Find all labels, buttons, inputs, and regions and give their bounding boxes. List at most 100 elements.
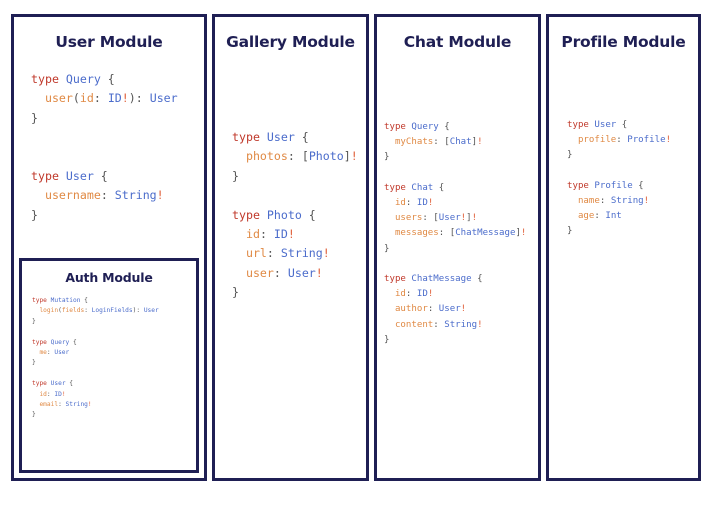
code-line <box>384 257 538 272</box>
code-token-type: String <box>280 246 323 261</box>
code-token-pun: { <box>616 120 628 130</box>
code-token-fld: age <box>577 211 595 222</box>
chat-module-title: Chat Module <box>403 33 512 51</box>
code-token-pun: ): <box>128 91 150 106</box>
code-token-pun: : <box>616 135 628 146</box>
code-token-type: Chat <box>449 137 472 148</box>
code-token-type: Int <box>605 211 622 222</box>
code-line: messages: [ChatMessage]! <box>384 226 538 241</box>
code-token-type: ChatMessage <box>455 228 516 239</box>
code-token-fld: login <box>39 307 59 315</box>
code-token-kw: type <box>567 120 595 130</box>
code-line: id: ID! <box>232 225 366 244</box>
code-token-bang: ! <box>520 228 527 239</box>
code-line: type User { <box>32 379 196 389</box>
panel-chat-module[interactable]: Chat Module type Query { myChats: [Chat]… <box>374 14 541 481</box>
code-line: } <box>232 167 366 186</box>
code-token-pun: : <box>100 188 115 203</box>
code-line: profile: Profile! <box>567 133 698 148</box>
code-token-bang: ! <box>156 188 164 203</box>
code-token-pun: ): <box>132 307 144 315</box>
panel-auth-module[interactable]: Auth Module type Mutation { login(fields… <box>19 258 199 473</box>
code-token-type: User <box>65 169 94 184</box>
code-token-type: Query <box>65 72 101 86</box>
code-line: } <box>567 224 698 239</box>
code-line: } <box>384 242 538 257</box>
code-token-pun: } <box>232 168 239 183</box>
code-line: } <box>32 317 196 327</box>
code-token-pun: : <box>594 211 606 222</box>
code-token-pun: { <box>471 274 483 285</box>
code-token-bang: ! <box>61 390 66 398</box>
code-line: users: [User!]! <box>384 211 538 226</box>
code-token-fld: id <box>394 289 406 300</box>
code-token-type: Mutation <box>50 297 81 304</box>
code-token-type: User <box>54 349 70 357</box>
code-token-bang: ! <box>471 213 478 224</box>
code-token-pun: : [ <box>422 213 439 224</box>
code-token-pun: } <box>567 150 573 161</box>
code-token-pun <box>384 198 395 208</box>
code-token-pun <box>384 137 395 147</box>
panel-profile-module[interactable]: Profile Module type User { profile: Prof… <box>546 14 701 481</box>
code-token-fld: id <box>394 198 406 209</box>
code-token-bang: ! <box>87 401 92 409</box>
code-token-type: Photo <box>266 207 302 222</box>
code-token-type: User <box>266 130 295 144</box>
code-token-pun: { <box>69 338 77 346</box>
code-token-bang: ! <box>477 319 483 330</box>
code-token-pun: { <box>438 122 450 132</box>
code-line: type User { <box>567 118 698 133</box>
code-line: type Query { <box>32 338 196 348</box>
code-line: me: User <box>32 348 196 358</box>
panel-user-module[interactable]: User Module type Query { user(id: ID!): … <box>11 14 207 481</box>
code-line: } <box>384 150 538 165</box>
code-line: type Mutation { <box>32 296 196 306</box>
code-token-type: ChatMessage <box>411 274 472 285</box>
code-token-pun: : <box>433 319 445 330</box>
auth-module-code: type Mutation { login(fields: LoginField… <box>32 296 196 421</box>
panel-gallery-module[interactable]: Gallery Module type User { photos: [Phot… <box>212 14 369 481</box>
code-token-type: String <box>610 196 644 207</box>
code-token-kw: type <box>384 182 412 193</box>
code-token-pun: : <box>58 401 66 409</box>
code-token-bang: ! <box>315 265 323 280</box>
code-token-pun: } <box>31 110 38 125</box>
code-token-fld: content <box>394 319 434 330</box>
code-token-fld: user <box>245 265 274 280</box>
code-token-pun: { <box>100 72 115 86</box>
code-token-kw: type <box>32 380 51 388</box>
code-line: name: String! <box>567 194 698 209</box>
code-token-type: User <box>438 304 461 315</box>
code-token-pun <box>31 91 45 105</box>
code-token-type: User <box>149 91 178 106</box>
code-line: type Chat { <box>384 181 538 196</box>
code-token-pun <box>232 227 246 241</box>
code-line: age: Int <box>567 209 698 224</box>
code-token-fld: id <box>79 91 94 106</box>
code-token-bang: ! <box>287 227 295 242</box>
code-token-pun <box>384 304 395 314</box>
code-token-type: String <box>444 319 478 330</box>
code-token-kw: type <box>232 207 267 222</box>
code-line <box>567 164 698 179</box>
code-token-bang: ! <box>427 198 434 209</box>
code-token-bang: ! <box>477 137 483 148</box>
code-token-type: ID <box>107 91 122 106</box>
code-token-kw: type <box>384 274 412 285</box>
code-token-type: User <box>50 380 66 388</box>
code-token-type: String <box>114 188 157 203</box>
code-token-pun <box>384 320 395 330</box>
code-token-pun <box>567 211 578 221</box>
code-line: email: String! <box>32 400 196 410</box>
code-token-fld: name <box>577 196 600 207</box>
code-token-type: User <box>287 265 316 280</box>
code-token-fld: users <box>394 213 423 224</box>
code-token-pun: : <box>405 198 417 209</box>
code-line <box>32 327 196 337</box>
profile-module-title: Profile Module <box>561 33 686 51</box>
code-token-pun: { <box>433 182 445 193</box>
code-line: myChats: [Chat]! <box>384 135 538 150</box>
code-line <box>232 186 366 205</box>
